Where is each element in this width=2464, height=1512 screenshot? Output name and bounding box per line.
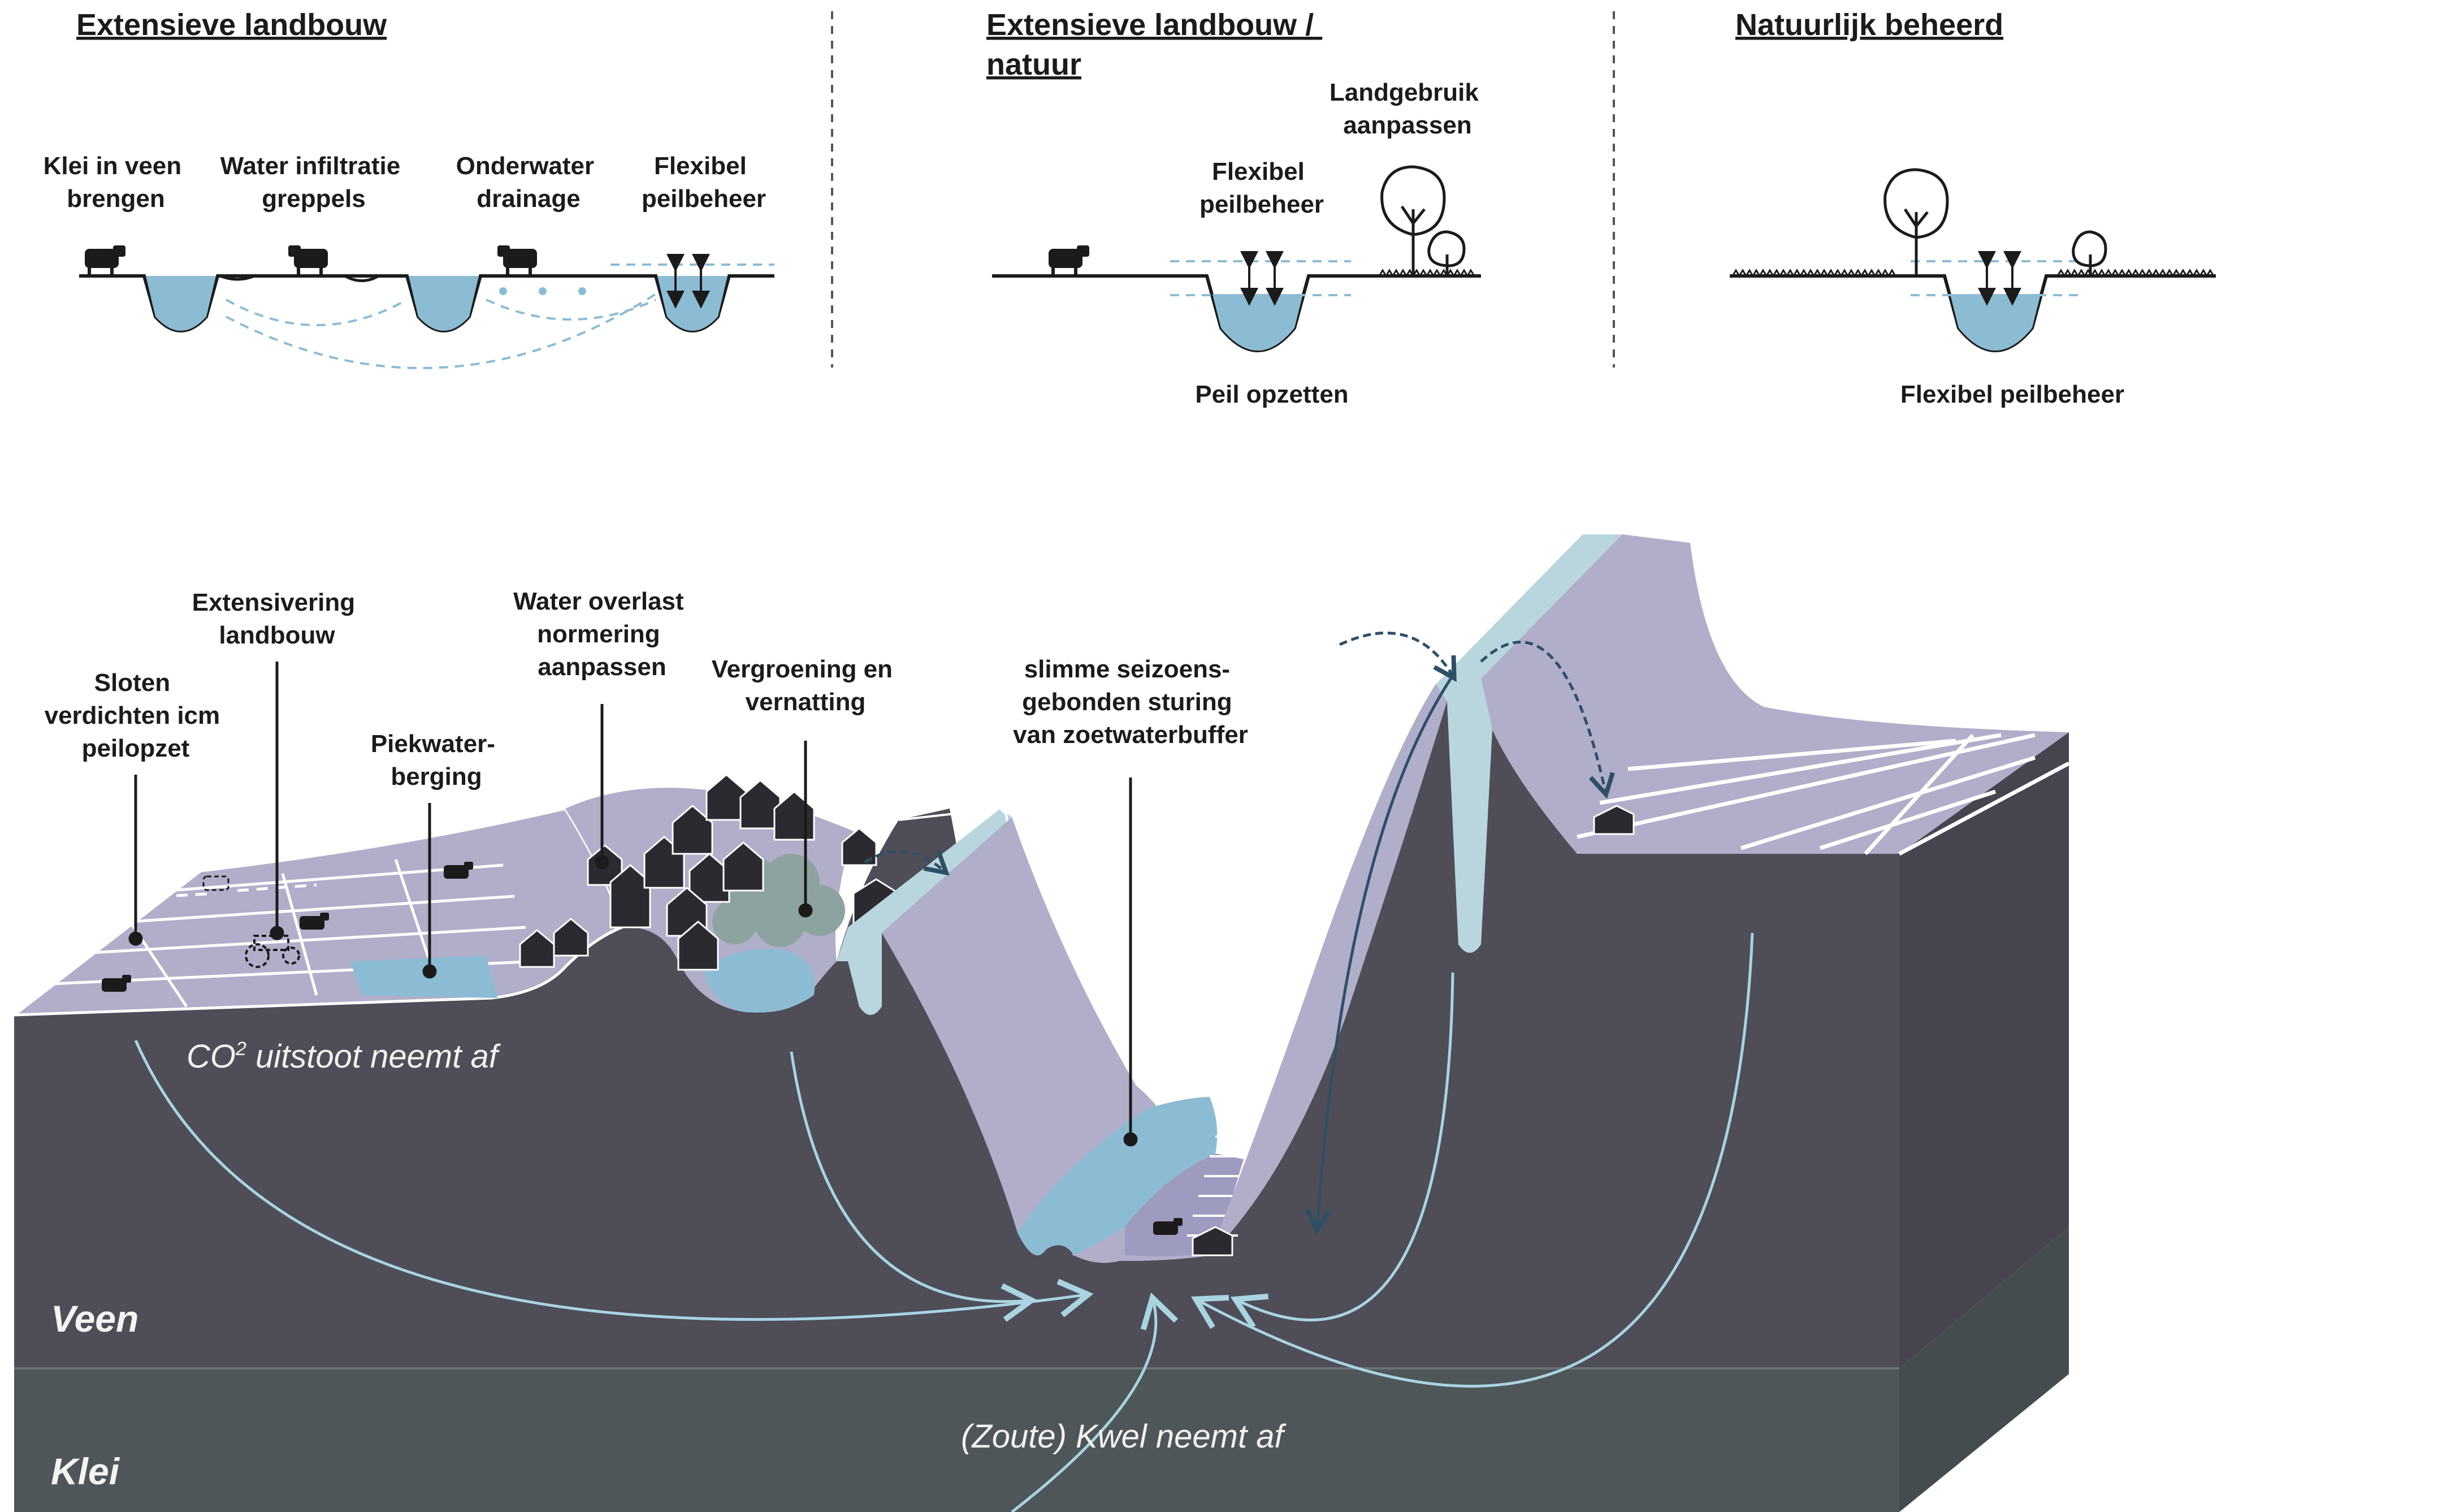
layer-label-veen: Veen [51,1298,138,1340]
canal [1436,534,1622,953]
side-klei [1899,1227,2069,1512]
ditch-water [409,276,479,331]
cow-icon [288,245,328,276]
cow-icon [85,245,125,276]
co2-annotation: CO2 uitstoot neemt af [187,1038,501,1075]
callout-water-overlast: Water overlast normering aanpassen [513,587,691,681]
houses-group [519,774,900,971]
label-peil-opzetten: Peil opzetten [1195,381,1348,408]
label-landgebruik-aanpassen: Landgebruik aanpassen [1330,79,1486,139]
callout-slimme-sturing: slimme seizoens- gebonden sturing van zo… [1013,655,1248,749]
kwel-arrows [134,932,1754,1512]
label-flexibel-peilbeheer: Flexibel peilbeheer [642,152,766,213]
ditch-water [146,276,216,331]
levee-channel [837,809,1012,1015]
kwel-annotation: (Zoute) Kwel neemt af [961,1418,1287,1455]
tree-icon [1380,165,1466,276]
tree-icon [1883,168,2107,276]
label-water-infiltratie: Water infiltratie greppels [220,152,408,213]
piekwater-berging [350,956,497,998]
cow-outline-icon [202,875,229,891]
callout-leaders [128,662,1138,1147]
callout-sloten-verdichten: Sloten verdichten icm peilopzet [45,669,227,762]
water-exchange-arrows [864,632,1615,1235]
callout-extensivering-landbouw: Extensivering landbouw [192,589,362,649]
label-flexibel-peilbeheer: Flexibel peilbeheer [1199,158,1324,218]
building-icon [1192,805,1635,1256]
zoetwaterbuffer [1017,1097,1218,1255]
layer-klei [14,1368,1899,1512]
label-onderwater-drainage: Onderwater drainage [456,152,601,213]
panel-title: Extensieve landbouw / natuur [986,8,1322,81]
retention-pond [704,949,815,1013]
cow-icon [1049,245,1089,276]
panel-natuurlijk-beheerd: Natuurlijk beheerd Flexibel peilbeheer [1730,8,2216,408]
panel-title: Extensieve landbouw [76,8,387,42]
ditch-water [1950,294,2041,351]
label-flexibel-peilbeheer: Flexibel peilbeheer [1900,381,2124,408]
ditch-water [1212,294,1303,351]
block-diagram: Sloten verdichten icm peilopzet Extensiv… [10,534,2070,1512]
callout-vergroening-vernatting: Vergroening en vernatting [712,655,900,716]
ditch-water [657,276,727,331]
cow-icon [102,862,1183,1235]
panel-extensieve-landbouw-natuur: Extensieve landbouw / natuur Landgebruik… [986,8,1486,408]
cow-icon [497,245,537,276]
side-veen [1899,732,2069,1368]
callout-piekwater-berging: Piekwater- berging [371,730,502,790]
panel-extensieve-landbouw: Extensieve landbouw Klei in veen [44,8,774,369]
panel-title: Natuurlijk beheerd [1735,8,2003,42]
layer-label-klei: Klei [51,1450,120,1492]
label-klei-in-veen: Klei in veen brengen [44,152,189,213]
